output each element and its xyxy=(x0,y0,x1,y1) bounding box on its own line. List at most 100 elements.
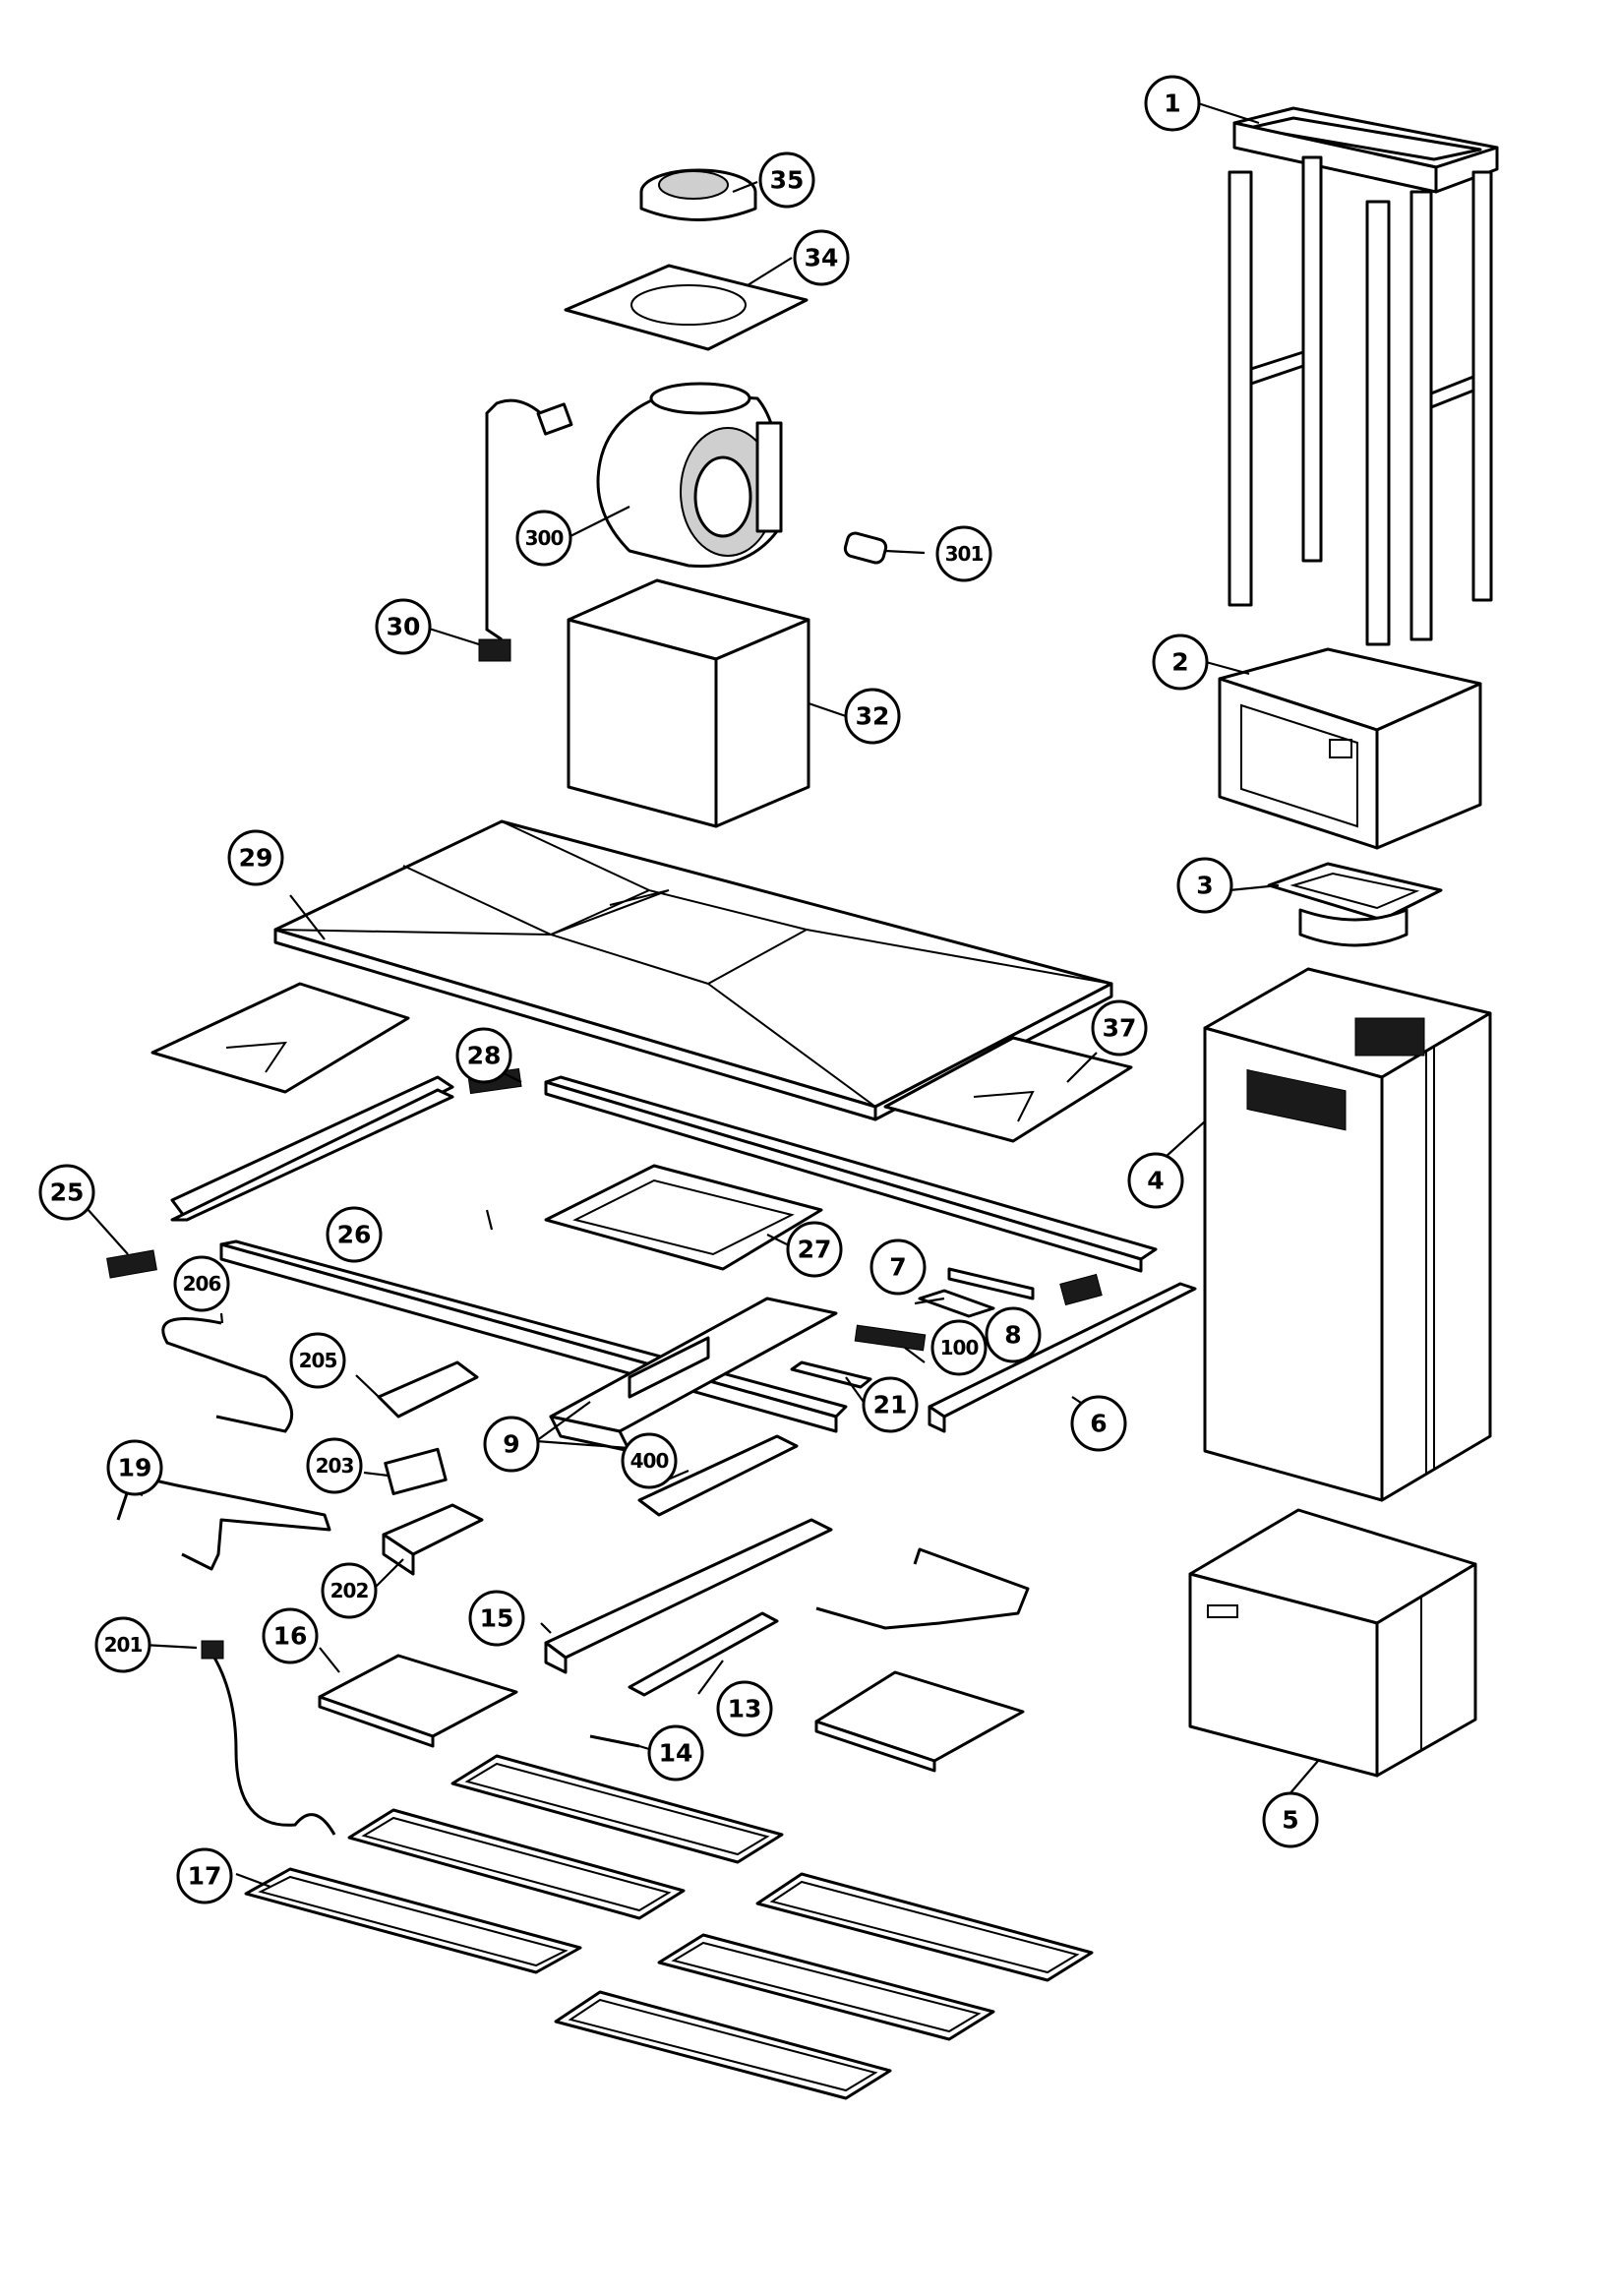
callout-17: 17 xyxy=(176,1847,233,1904)
callout-28: 28 xyxy=(455,1027,512,1084)
callout-13: 13 xyxy=(716,1680,773,1737)
part-power-cable xyxy=(478,398,573,662)
callout-26: 26 xyxy=(326,1206,383,1263)
part-cable-201 xyxy=(201,1640,336,1836)
part-capacitor xyxy=(843,531,888,565)
svg-text:201: 201 xyxy=(104,1633,143,1657)
callout-8: 8 xyxy=(985,1306,1042,1363)
part-front-bar-6 xyxy=(928,1282,1197,1433)
part-filter-panel-right xyxy=(883,1036,1133,1143)
callout-37: 37 xyxy=(1091,999,1148,1057)
svg-text:13: 13 xyxy=(728,1695,762,1723)
callout-9: 9 xyxy=(483,1416,540,1473)
part-lower-chimney-cover xyxy=(1203,967,1492,1502)
callout-21: 21 xyxy=(862,1376,919,1433)
svg-text:27: 27 xyxy=(798,1236,832,1264)
part-filter-frame-27 xyxy=(544,1164,823,1271)
svg-text:301: 301 xyxy=(945,542,984,566)
svg-text:30: 30 xyxy=(387,613,421,641)
callout-3: 3 xyxy=(1176,857,1233,914)
callout-202: 202 xyxy=(321,1562,378,1619)
part-grease-filter-5 xyxy=(657,1933,995,2041)
part-filter-panel-left xyxy=(150,982,410,1094)
part-control-housing xyxy=(549,1297,838,1453)
part-plate-21 xyxy=(790,1360,872,1389)
callout-203: 203 xyxy=(306,1437,363,1494)
callout-15: 15 xyxy=(468,1590,525,1647)
callout-35: 35 xyxy=(758,151,815,209)
callout-5: 5 xyxy=(1262,1791,1319,1848)
svg-text:34: 34 xyxy=(805,244,839,272)
callout-2: 2 xyxy=(1152,634,1209,691)
svg-text:26: 26 xyxy=(337,1221,372,1249)
part-grease-filter-3 xyxy=(450,1754,784,1864)
svg-text:14: 14 xyxy=(659,1739,693,1768)
svg-text:100: 100 xyxy=(940,1336,979,1359)
svg-text:300: 300 xyxy=(525,526,564,550)
part-mounting-plate xyxy=(564,264,809,351)
callout-25: 25 xyxy=(38,1164,95,1221)
part-grease-filter-17 xyxy=(244,1867,582,1974)
part-upper-chimney-frame xyxy=(1228,106,1499,646)
svg-text:203: 203 xyxy=(316,1454,354,1478)
svg-text:19: 19 xyxy=(118,1454,152,1482)
svg-text:17: 17 xyxy=(188,1862,222,1891)
svg-text:8: 8 xyxy=(1004,1321,1021,1350)
callout-34: 34 xyxy=(793,229,850,286)
svg-text:29: 29 xyxy=(239,844,273,873)
callout-1: 1 xyxy=(1144,75,1201,132)
svg-text:28: 28 xyxy=(467,1042,502,1070)
svg-text:35: 35 xyxy=(770,166,805,195)
callout-400: 400 xyxy=(621,1432,678,1489)
callout-32: 32 xyxy=(844,688,901,745)
callout-7: 7 xyxy=(869,1239,927,1296)
callout-4: 4 xyxy=(1127,1152,1184,1209)
part-box-202 xyxy=(382,1503,484,1576)
part-lamp-bar-400 xyxy=(637,1434,799,1517)
callout-301: 301 xyxy=(935,525,992,582)
svg-text:5: 5 xyxy=(1282,1806,1298,1835)
svg-text:2: 2 xyxy=(1171,648,1188,677)
callout-19: 19 xyxy=(106,1439,163,1496)
svg-text:4: 4 xyxy=(1147,1167,1164,1195)
part-grease-filter-2 xyxy=(347,1808,686,1920)
part-plate-16 xyxy=(318,1654,518,1748)
part-strip-14 xyxy=(589,1734,640,1748)
callout-206: 206 xyxy=(173,1255,230,1312)
callout-300: 300 xyxy=(515,510,572,567)
callout-14: 14 xyxy=(647,1724,704,1782)
callout-205: 205 xyxy=(289,1332,346,1389)
part-bracket-7 xyxy=(918,1289,995,1318)
part-chimney-base-box xyxy=(1188,1508,1477,1778)
part-bracket-25 xyxy=(106,1249,157,1279)
svg-text:9: 9 xyxy=(503,1430,519,1459)
part-center-channel-15 xyxy=(544,1518,833,1674)
callout-16: 16 xyxy=(262,1607,319,1664)
svg-text:15: 15 xyxy=(480,1604,514,1633)
svg-text:202: 202 xyxy=(330,1579,369,1602)
part-terminal-203 xyxy=(384,1447,448,1495)
svg-text:32: 32 xyxy=(856,702,890,731)
part-blower-housing xyxy=(567,578,810,828)
part-chimney-bracket xyxy=(1218,647,1482,850)
callout-27: 27 xyxy=(786,1221,843,1278)
svg-text:206: 206 xyxy=(183,1272,221,1296)
part-cable-206 xyxy=(161,1317,294,1433)
svg-text:1: 1 xyxy=(1164,90,1180,118)
part-plate-right xyxy=(814,1670,1025,1773)
part-grease-filter-4 xyxy=(554,1990,892,2100)
callout-201: 201 xyxy=(94,1616,151,1673)
part-cover-205 xyxy=(377,1360,479,1419)
part-bracket-8 xyxy=(947,1267,1035,1300)
svg-text:3: 3 xyxy=(1196,872,1213,900)
svg-text:25: 25 xyxy=(50,1178,85,1207)
part-bracket-right-clip xyxy=(1059,1273,1103,1306)
svg-text:16: 16 xyxy=(273,1622,308,1651)
part-strip-13 xyxy=(628,1611,779,1697)
part-grease-filter-6 xyxy=(755,1872,1094,1982)
part-duct-collar xyxy=(1267,862,1443,947)
part-side-frame-right xyxy=(815,1547,1030,1630)
callout-6: 6 xyxy=(1070,1395,1127,1452)
svg-text:7: 7 xyxy=(889,1253,906,1282)
